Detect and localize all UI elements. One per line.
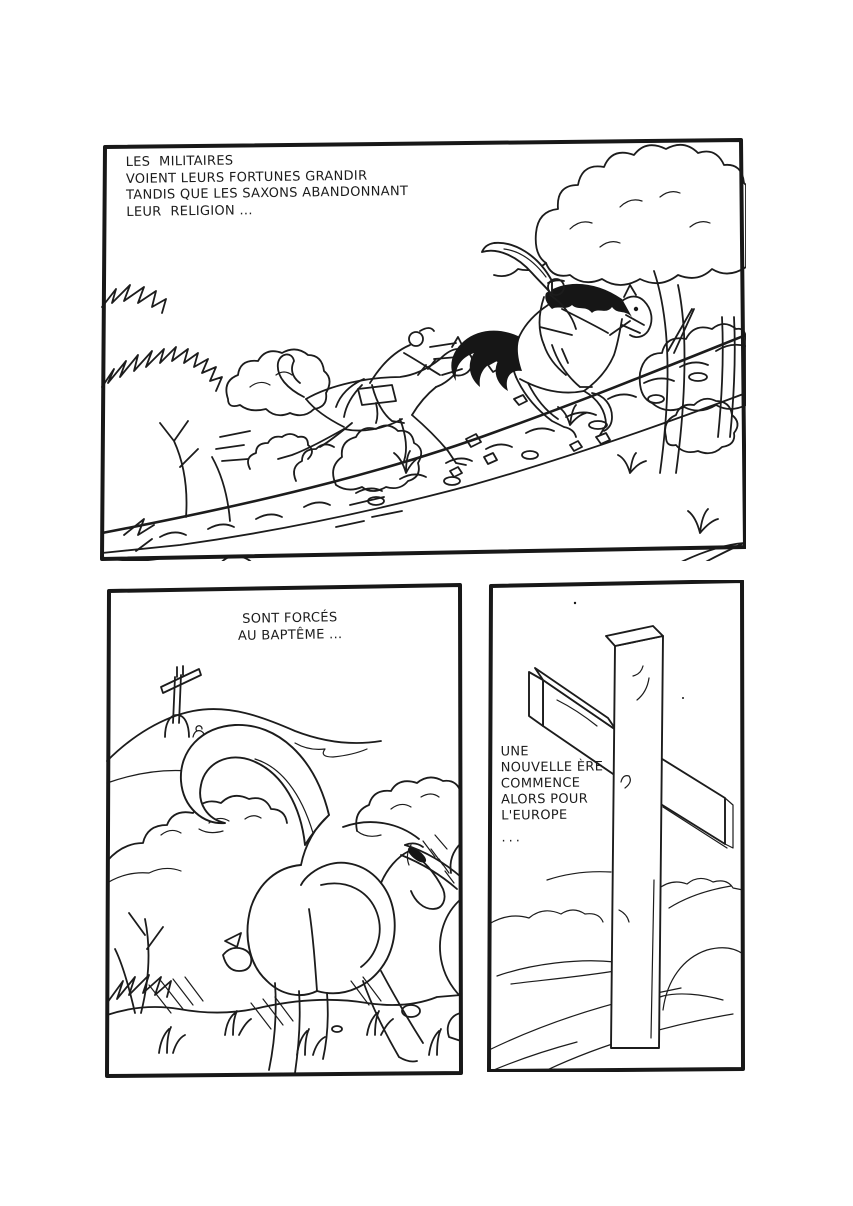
caption-line: L'EUROPE — [501, 807, 568, 824]
hill-slope — [100, 333, 746, 561]
panel-bottom-left: SONT FORCÉS AU BAPTÊME ... — [105, 583, 463, 1078]
panel-bottom-left-artwork — [105, 583, 463, 1078]
caption-panel-bottom-right: UNE NOUVELLE ÈRE COMMENCE ALORS POUR L'E… — [500, 743, 604, 846]
ground-grass — [106, 912, 462, 1056]
rider-edge — [439, 842, 462, 1042]
caption-line: UNE — [500, 744, 529, 760]
caption-line: NOUVELLE ÈRE — [500, 759, 604, 776]
caption-line: AU BAPTÊME ... — [237, 626, 343, 644]
caption-panel-top: LES MILITAIRES VOIENT LEURS FORTUNES GRA… — [126, 151, 409, 221]
dust-and-clods — [215, 342, 611, 478]
rider-front — [451, 241, 653, 438]
caption-panel-bottom-left: SONT FORCÉS AU BAPTÊME ... — [205, 610, 376, 646]
caption-line: ALORS POUR — [500, 791, 589, 808]
panel-bottom-right-border — [487, 580, 745, 1072]
horse-rear — [180, 724, 462, 1074]
panel-bottom-left-border — [105, 583, 463, 1078]
center-bushes — [293, 424, 423, 492]
caption-line: COMMENCE — [500, 775, 581, 792]
panel-top-border — [100, 138, 746, 561]
panel-bottom-right-artwork — [487, 580, 745, 1072]
rider-rear — [276, 327, 474, 466]
panel-top: LES MILITAIRES VOIENT LEURS FORTUNES GRA… — [100, 137, 746, 561]
foreground-grass-right — [123, 508, 745, 561]
panel-bottom-right: UNE NOUVELLE ÈRE COMMENCE ALORS POUR L'E… — [487, 580, 745, 1072]
bushes-left — [101, 284, 331, 522]
panel-top-artwork — [100, 138, 746, 561]
caption-ellipsis: ... — [501, 830, 523, 846]
wooden-cross — [528, 625, 734, 1049]
